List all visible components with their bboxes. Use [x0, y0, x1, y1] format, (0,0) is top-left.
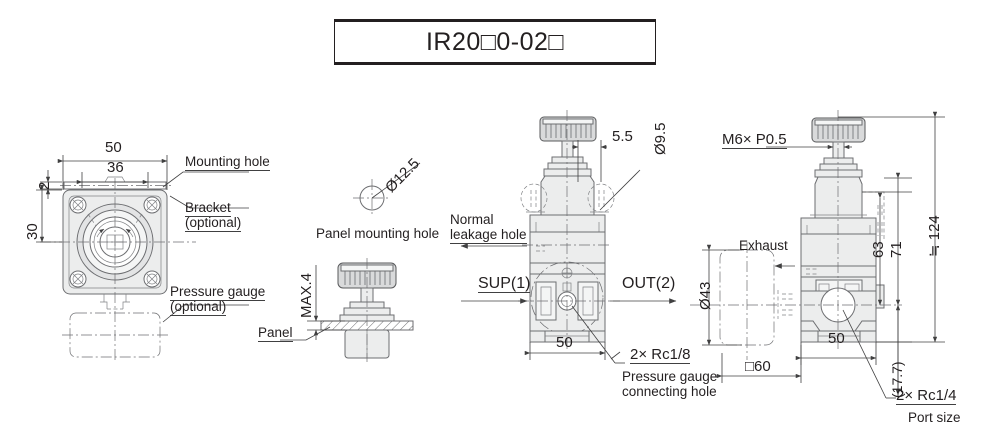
- callout-bracket-line1: Bracket: [185, 200, 231, 217]
- callout-port-thread: 2× Rc1/4: [896, 387, 957, 405]
- figure-front-body-view: [460, 110, 677, 364]
- callout-bracket-line2: (optional): [185, 215, 242, 232]
- figure-side-body-view: [690, 110, 945, 400]
- dim-side-sq60: □60: [745, 358, 771, 375]
- callout-panel-mounting-hole: Panel mounting hole: [316, 226, 440, 241]
- mounting-screws: [69, 196, 161, 288]
- callout-leakage-line1: Normal: [450, 212, 494, 227]
- model-title-box: IR20□0-02□: [334, 19, 656, 65]
- dim-side-63: 63: [870, 241, 887, 258]
- callout-port-size: Port size: [908, 410, 961, 425]
- callout-sup-port: SUP(1): [478, 275, 531, 293]
- callout-gauge-connecting-hole: Pressure gauge connecting hole: [622, 369, 717, 399]
- figure-panel-view: [280, 162, 421, 362]
- callout-knob-thread: M6× P0.5: [722, 131, 787, 149]
- callout-pressure-gauge-line2: (optional): [170, 299, 227, 316]
- figure-front-view: [36, 155, 249, 360]
- callout-bracket: Bracket (optional): [185, 200, 242, 232]
- callout-normal-leakage-hole: Normal leakage hole: [450, 212, 527, 244]
- dim-front-width-36: 36: [107, 159, 124, 176]
- callout-panel: Panel: [258, 325, 293, 342]
- callout-gauge-hole-line2: connecting hole: [622, 384, 717, 399]
- model-code: IR20□0-02□: [425, 27, 565, 56]
- callout-gauge-port-thread: 2× Rc1/8: [630, 346, 691, 364]
- callout-pressure-gauge-optional: Pressure gauge (optional): [170, 284, 266, 316]
- callout-mounting-hole: Mounting hole: [185, 154, 270, 171]
- dim-front-width-50: 50: [105, 139, 122, 156]
- dim-front-thickness-2: 2: [36, 181, 53, 190]
- dim-panel-max-4: MAX.4: [298, 272, 315, 318]
- dim-front-height-30: 30: [24, 223, 41, 240]
- dim-side-124: ≒ 124: [926, 215, 943, 257]
- callout-gauge-hole-line1: Pressure gauge: [622, 369, 718, 384]
- callout-out-port: OUT(2): [622, 275, 676, 292]
- callout-exhaust: Exhaust: [739, 238, 788, 253]
- callout-pressure-gauge-line1: Pressure gauge: [170, 284, 266, 301]
- dim-side-50: 50: [828, 330, 845, 347]
- callout-leakage-line2: leakage hole: [450, 227, 527, 244]
- dim-body-d9-5: Ø9.5: [652, 122, 669, 155]
- dim-side-d43: Ø43: [697, 281, 714, 310]
- dim-side-71: 71: [888, 241, 905, 258]
- dim-body-50: 50: [556, 334, 573, 351]
- dim-body-5-5: 5.5: [612, 128, 633, 145]
